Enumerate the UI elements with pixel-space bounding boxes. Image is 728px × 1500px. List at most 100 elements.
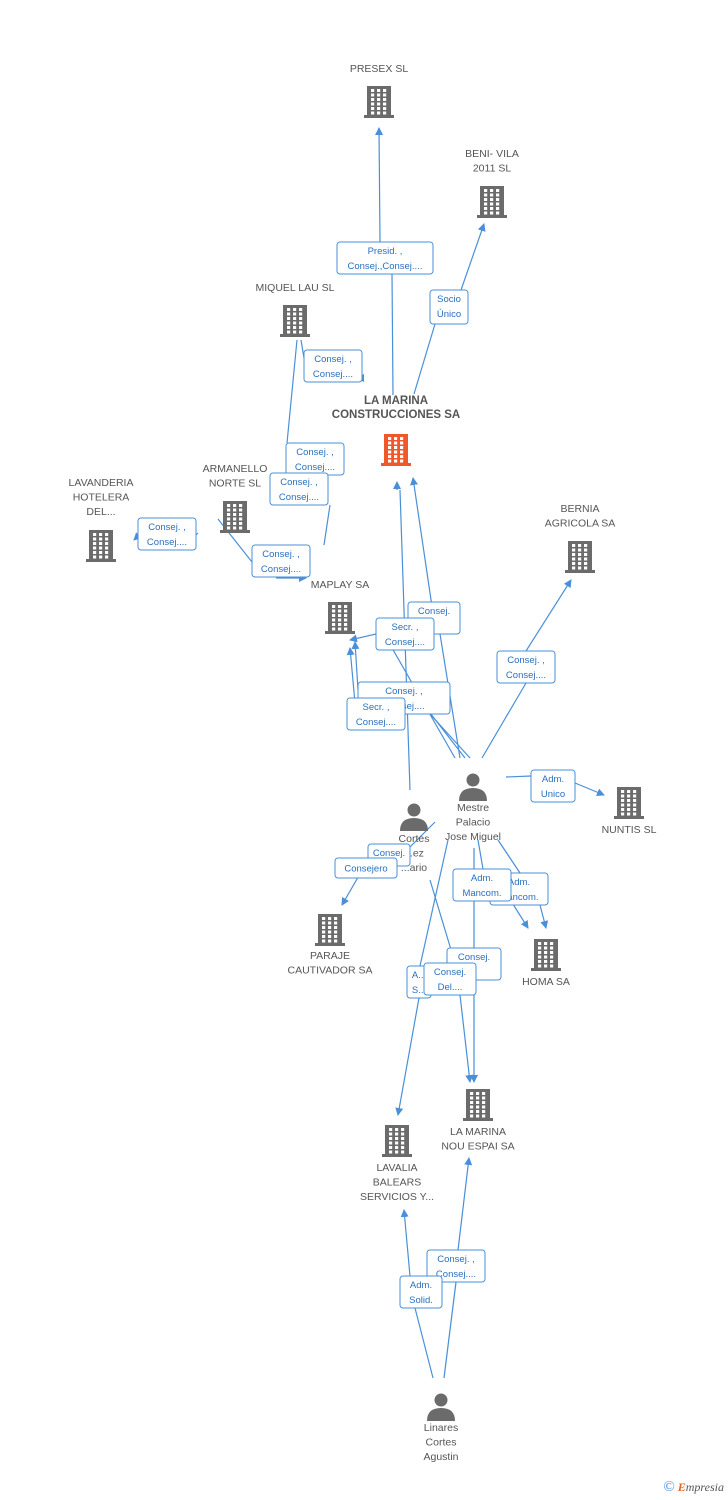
node-label-line: PRESEX SL [350,63,409,75]
node-label-line: SERVICIOS Y... [360,1191,434,1203]
node-label-line: NUNTIS SL [602,824,657,836]
relation-badge-r5[interactable]: Consej. ,Consej.... [269,472,329,506]
relation-label-line: Mancom. [462,888,501,899]
relation-label-line: Consej.... [295,462,335,473]
relation-badge-r13[interactable]: Adm.Unico [530,769,576,803]
copyright-icon: © [663,1479,675,1495]
relation-badge-r12[interactable]: Secr. , Consej.... [346,697,406,731]
relation-label-line: Solid. [409,1295,433,1306]
node-homa[interactable]: HOMA SA [522,939,570,988]
building-icon [463,1089,493,1121]
relation-badge-r7[interactable]: Consej. , Consej.... [251,544,311,578]
node-lavanderia[interactable]: LAVANDERIAHOTELERADEL... [69,477,134,562]
node-label-line: 2011 SL [473,163,511,175]
building-icon [614,787,644,819]
relation-badge-r3[interactable]: Consej. ,Consej.... [303,349,363,383]
relation-label-line: Consej.... [436,1269,476,1280]
node-label-line: BERNIA [560,503,599,515]
edge-6 [286,339,298,444]
relation-badge-r17[interactable]: Adm. Mancom. [452,868,512,902]
relation-badge-r20[interactable]: Consej.Del.... [423,962,477,996]
node-label-line: Cortes [399,833,430,845]
relation-label-line: Consej. [458,952,490,963]
node-nuntis[interactable]: NUNTIS SL [602,787,657,836]
edge-26 [574,782,605,797]
edge-39 [414,1307,434,1379]
node-label-line: HOTELERA [73,492,130,504]
relation-box [429,289,469,325]
relation-label-line: Consej.... [506,670,546,681]
node-label-line: LAVALIA [376,1162,417,1174]
person-icon [400,803,428,831]
edge-20 [351,641,360,691]
brand-name: mpresia [685,1480,724,1494]
relation-label-line: A... [412,970,426,981]
relation-label-line: S... [412,985,426,996]
relation-badge-r9[interactable]: Secr. ,Consej.... [375,617,435,651]
edge-37 [419,839,449,967]
building-icon [86,530,116,562]
node-label-line: BALEARS [373,1177,421,1189]
node-label-line: Linares [424,1422,458,1434]
building-icon [477,186,507,218]
relation-badge-r10[interactable]: Consej. ,Consej.... [496,650,556,684]
relation-badge-r4[interactable]: Consej. , Consej.... [285,442,345,476]
relation-badge-r21[interactable]: Consej. ,Consej.... [426,1249,486,1283]
edge-36 [459,994,474,1083]
relation-label-line: Consejero [344,864,387,875]
relation-label-line: Consej.... [147,537,187,548]
relation-box [375,617,435,651]
node-presex[interactable]: PRESEX SL [350,63,409,118]
nodes-layer: PRESEX SL BENI- VILA 2011 SL MIQUEL LAU SL L… [69,63,657,1463]
relation-label-line: Unico [541,789,565,800]
relation-badge-r6[interactable]: Consej. , Consej.... [137,517,197,551]
node-beni[interactable]: BENI- VILA 2011 SL [465,148,519,218]
relation-label-line: Del.... [438,982,463,993]
relation-label-line: Secr. , [363,702,390,713]
relation-label-line: Consej.... [313,369,353,380]
node-label-line: CONSTRUCCIONES SA [332,409,460,421]
edge-40 [400,1209,411,1277]
edge-0 [375,127,384,243]
node-maplay[interactable]: MAPLAY SA [311,579,370,634]
relation-label-line: Consej. , [262,549,300,560]
edge-38 [395,997,420,1116]
relation-badge-r22[interactable]: Adm. Solid. [399,1275,443,1309]
node-label-line: PARAJE [310,950,350,962]
edge-29 [497,839,521,874]
relation-label-line: Consej. , [296,447,334,458]
edge-41 [443,1281,457,1379]
building-icon [325,602,355,634]
node-label-line: HOMA SA [522,976,570,988]
edge-31 [477,839,484,870]
empresia-brand[interactable]: ©Empresia [663,1479,724,1496]
node-label-line: NORTE SL [209,478,261,490]
building-icon [382,1125,412,1157]
relation-badge-r15[interactable]: Consejero [334,857,398,879]
node-miquel[interactable]: MIQUEL LAU SL [256,282,335,337]
relation-badge-r1[interactable]: Presid. ,Consej.,Consej.... [336,241,434,275]
relation-box [496,650,556,684]
node-cortes[interactable]: Cortes...ez...ario [399,803,430,875]
node-label-line: BENI- VILA [465,148,519,160]
relation-label-line: Adm. [410,1280,432,1291]
relation-label-line: Único [437,309,461,320]
relation-label-line: Consej.... [261,564,301,575]
node-label-line: Palacio [456,817,491,829]
node-lavalia[interactable]: LAVALIA BALEARS SERVICIOS Y... [360,1125,434,1203]
relation-label-line: Adm. [471,873,493,884]
relations-layer: Presid. ,Consej.,Consej.... SocioÚnicoCon… [137,241,576,1309]
relation-label-line: Consej.... [356,717,396,728]
relation-label-line: Consej. , [148,522,186,533]
building-icon [531,939,561,971]
edge-27 [409,821,436,848]
